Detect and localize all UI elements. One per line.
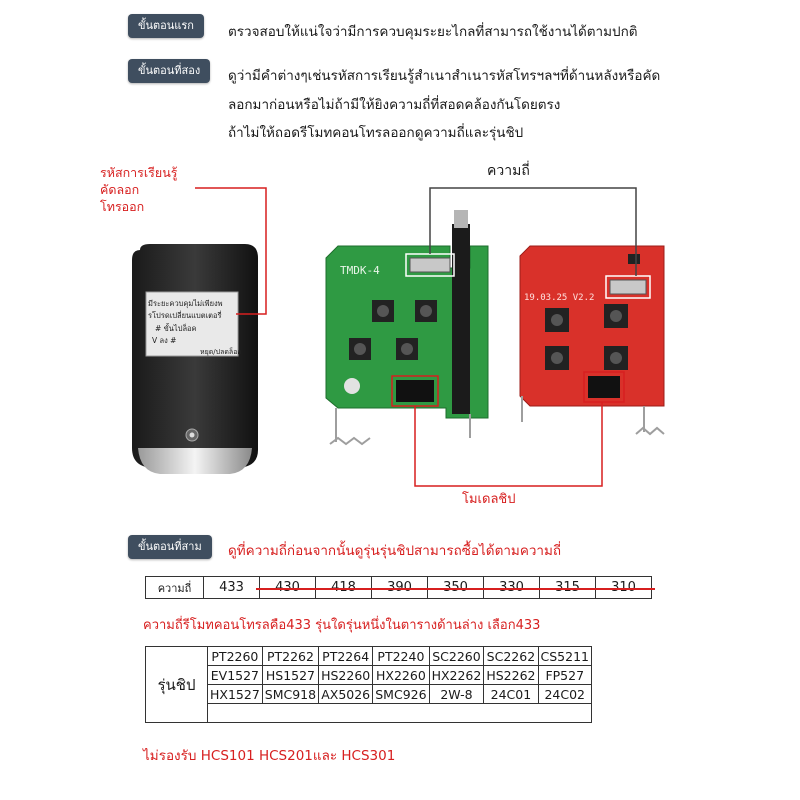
remote-and-boards-drawing: มีระยะควบคุมไม่เพียงพ รโปรดเปลี่ยนแบตเตอ… xyxy=(132,187,665,487)
unsupported-note: ไม่รองรับ HCS101 HCS201และ HCS301 xyxy=(143,748,396,764)
chip-cell: PT2264 xyxy=(318,646,374,666)
freq-callout-line xyxy=(429,187,637,276)
red-pcb xyxy=(519,245,665,407)
chip-cell: SC2260 xyxy=(428,646,485,666)
step2-text-line3: ถ้าไม่ให้ถอดรีโมทคอนโทรลออกดูความถี่และร… xyxy=(228,125,524,141)
left-label-line2: คัดลอก xyxy=(100,182,140,197)
chip-cell: HS2260 xyxy=(318,665,374,685)
chip-cell: PT2240 xyxy=(372,646,430,666)
remote-callout-line xyxy=(195,187,267,315)
freq-433: 433 xyxy=(203,576,260,599)
chip-cell: AX5026 xyxy=(318,684,374,704)
red-spring xyxy=(635,406,665,436)
table-row: HX1527 SMC918 AX5026 SMC926 2W-8 24C01 2… xyxy=(146,684,592,704)
freq-430: 430 xyxy=(256,576,320,599)
chip-cell: SC2262 xyxy=(483,646,539,666)
chip-cell: PT2260 xyxy=(207,646,263,666)
red-chip-highlight xyxy=(583,371,625,403)
step1-badge: ขั้นตอนแรก xyxy=(128,14,204,38)
chip-model-table: รุ่นชิป PT2260 PT2262 PT2264 PT2240 SC22… xyxy=(145,646,592,723)
green-pcb xyxy=(325,245,489,419)
sticker-line5: หยุด/ปลดล็อก xyxy=(200,347,242,356)
frequency-header: ความถี่ xyxy=(145,576,204,599)
green-board-label: TMDK-4 xyxy=(340,264,380,277)
sticker-line1: มีระยะควบคุมไม่เพียงพ xyxy=(148,299,223,308)
freq-330: 330 xyxy=(480,576,544,599)
frequency-label: ความถี่ xyxy=(487,163,530,179)
step2-text-line1: ดูว่ามีคำต่างๆเช่นรหัสการเรียนรู้สำเนาสำ… xyxy=(228,68,661,84)
chip-cell: CS5211 xyxy=(537,646,592,666)
step2-badge: ขั้นตอนที่สอง xyxy=(128,59,211,83)
step3-badge: ขั้นตอนที่สาม xyxy=(128,535,212,559)
freq-315: 315 xyxy=(536,576,600,599)
table-row: EV1527 HS1527 HS2260 HX2260 HX2262 HS226… xyxy=(146,665,592,685)
sticker-line2: รโปรดเปลี่ยนแบตเตอรี่ xyxy=(148,310,222,320)
red-freq-highlight xyxy=(605,275,651,299)
chip-cell: EV1527 xyxy=(207,665,263,685)
freq-310: 310 xyxy=(592,576,656,599)
chip-cell: SMC918 xyxy=(261,684,320,704)
chip-cell: 24C01 xyxy=(483,684,539,704)
green-spring xyxy=(329,408,371,446)
chip-cell: HS2262 xyxy=(483,665,539,685)
freq-418: 418 xyxy=(312,576,376,599)
note-433: ความถี่รีโมทคอนโทรลคือ433 รุ่นใดรุ่นหนึ่… xyxy=(143,618,541,633)
chip-cell: 2W-8 xyxy=(428,684,485,704)
chip-cell: HX2262 xyxy=(428,665,485,685)
remote-shell xyxy=(132,244,258,474)
chip-model-label: โมเดลชิป xyxy=(462,492,516,507)
left-callout-label: รหัสการเรียนรู้ คัดลอก โทรออก xyxy=(100,164,177,215)
chip-cell: SMC926 xyxy=(372,684,430,704)
chip-cell: 24C02 xyxy=(537,684,592,704)
left-label-line3: โทรออก xyxy=(100,199,145,214)
table-row xyxy=(146,703,592,723)
frequency-row: ความถี่ 433 430 418 390 350 330 315 310 xyxy=(145,576,656,599)
remote-illustration: มีระยะควบคุมไม่เพียงพ รโปรดเปลี่ยนแบตเตอ… xyxy=(0,150,800,520)
step3-text: ดูที่ความถี่ก่อนจากนั้นดูรุ่นรุ่นชิปสามา… xyxy=(228,543,562,559)
sticker-line4: V ลง # xyxy=(152,336,176,345)
chip-cell: HS1527 xyxy=(261,665,320,685)
freq-390: 390 xyxy=(368,576,432,599)
table-row: รุ่นชิป PT2260 PT2262 PT2264 PT2240 SC22… xyxy=(145,646,592,723)
frequency-table: ความถี่ 433 430 418 390 350 330 315 310 xyxy=(145,576,656,599)
red-board-label: 19.03.25 V2.2 xyxy=(524,293,594,303)
chip-cell-empty xyxy=(207,703,592,723)
step1-text: ตรวจสอบให้แน่ใจว่ามีการควบคุมระยะไกลที่ส… xyxy=(228,24,638,40)
freq-350: 350 xyxy=(424,576,488,599)
sticker-line3: # ขั้นไปล็อค xyxy=(155,323,197,333)
chip-callout-line xyxy=(414,402,603,487)
chip-table-header: รุ่นชิป xyxy=(145,646,208,723)
left-label-line1: รหัสการเรียนรู้ xyxy=(100,165,178,180)
chip-cell: FP527 xyxy=(537,665,592,685)
chip-cell: HX2260 xyxy=(372,665,430,685)
chip-cell: HX1527 xyxy=(207,684,263,704)
chip-cell: PT2262 xyxy=(261,646,320,666)
step2-text-line2: ลอกมาก่อนหรือไม่ถ้ามีให้ยิงความถี่ที่สอด… xyxy=(228,97,561,113)
antenna xyxy=(452,224,470,414)
